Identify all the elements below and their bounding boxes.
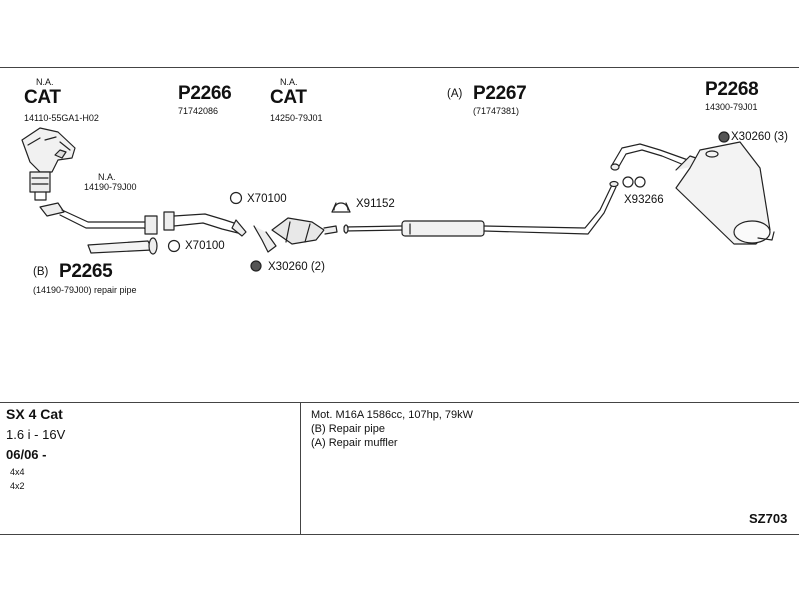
- nut-x30260-2: [250, 260, 262, 272]
- rear-muffler-p2268: [610, 141, 775, 245]
- vehicle-model: SX 4 Cat: [6, 406, 63, 422]
- note-repair-pipe: (B) Repair pipe: [311, 423, 385, 435]
- vehicle-date: 06/06 -: [6, 447, 47, 462]
- vehicle-engine: 1.6 i - 16V: [6, 427, 66, 442]
- note-repair-muffler: (A) Repair muffler: [311, 437, 398, 449]
- cat-2-title: CAT: [270, 87, 307, 108]
- p2268-number: 14300-79J01: [705, 102, 758, 112]
- p2266-title: P2266: [178, 83, 232, 104]
- exhaust-manifold-catalyst: [21, 127, 76, 201]
- vertical-divider: [300, 402, 301, 534]
- cat-2-na-label: N.A.: [280, 77, 298, 87]
- front-pipe-number: 14190-79J00: [84, 182, 137, 192]
- p2268-title: P2268: [705, 79, 759, 100]
- label-x70100-a: X70100: [247, 193, 287, 205]
- label-x30260-3: X30260 (3): [731, 131, 788, 143]
- cat-1-na-label: N.A.: [36, 77, 54, 87]
- label-x70100-b: X70100: [185, 240, 225, 252]
- front-pipe: [39, 202, 158, 235]
- cat-2-number: 14250-79J01: [270, 113, 323, 123]
- p2265-number: (14190-79J00) repair pipe: [33, 285, 137, 295]
- p2267-number: (71747381): [473, 106, 520, 116]
- label-x91152: X91152: [356, 198, 395, 210]
- horizontal-divider: [0, 402, 799, 403]
- drawing-sheet: [0, 67, 799, 535]
- clamp-x91152: [331, 202, 351, 213]
- middle-pipe-p2267: [343, 180, 619, 237]
- vehicle-drive-4x2: 4x2: [10, 481, 25, 491]
- pipe-p2266: [163, 211, 247, 237]
- hanger-x93266: [622, 176, 646, 188]
- repair-pipe-p2265: [87, 237, 158, 255]
- reference-code: SZ703: [749, 511, 788, 526]
- cat-1-number: 14110-55GA1-H02: [24, 113, 99, 123]
- ring-x70100-a: [229, 191, 243, 205]
- vehicle-drive-4x4: 4x4: [10, 467, 25, 477]
- p2265-prefix: (B): [33, 266, 49, 278]
- front-pipe-na-label: N.A.: [98, 172, 116, 182]
- p2267-title: P2267: [473, 83, 527, 104]
- note-engine: Mot. M16A 1586cc, 107hp, 79kW: [311, 409, 474, 421]
- p2266-number: 71742086: [178, 106, 219, 116]
- nut-x30260-3: [718, 131, 730, 143]
- p2265-title: P2265: [59, 261, 113, 282]
- catalytic-converter: [253, 217, 338, 253]
- cat-1-title: CAT: [24, 87, 61, 108]
- ring-x70100-b: [167, 239, 181, 253]
- label-x93266: X93266: [624, 194, 664, 206]
- label-x30260-2: X30260 (2): [268, 261, 325, 273]
- p2267-prefix: (A): [447, 88, 463, 100]
